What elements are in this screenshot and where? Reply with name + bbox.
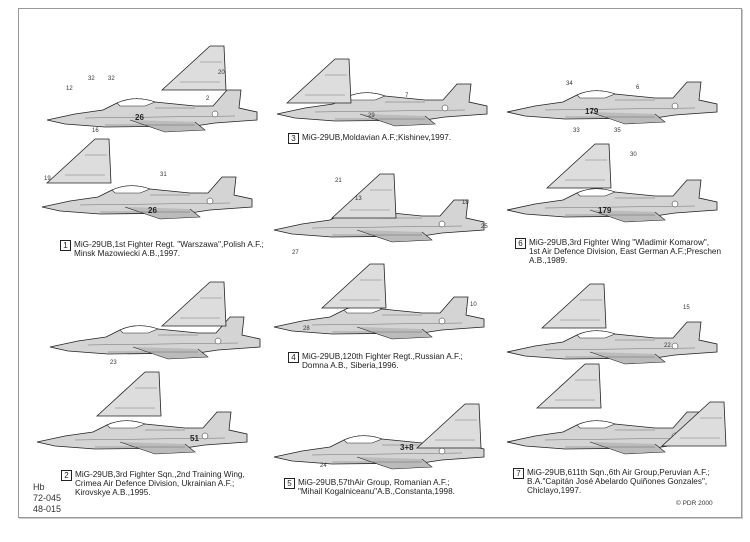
tail-fin-view bbox=[415, 400, 485, 455]
decal-callout-number: 30 bbox=[630, 152, 637, 158]
caption-line: MiG-29UB,3rd Fighter Sqn.,2nd Training W… bbox=[75, 470, 245, 479]
aircraft-serial: 3+8 bbox=[400, 443, 414, 452]
caption-number: 3 bbox=[288, 133, 299, 144]
aircraft-serial: 26 bbox=[135, 113, 144, 122]
code-48: 48-015 bbox=[33, 504, 62, 514]
product-codes: Hb 72-045 48-015 bbox=[33, 482, 61, 515]
aircraft-side-view bbox=[45, 88, 260, 143]
decal-callout-number: 15 bbox=[683, 305, 690, 311]
caption-line: MiG-29UB,57thAir Group, Romanian A.F.; bbox=[298, 478, 450, 487]
decal-callout-number: 24 bbox=[320, 463, 327, 469]
caption-number: 5 bbox=[284, 478, 295, 489]
tail-fin-view bbox=[45, 135, 115, 190]
copyright: © PDR 2000 bbox=[676, 500, 713, 507]
decal-callout-number: 18 bbox=[462, 200, 469, 206]
aircraft-serial: 179 bbox=[585, 107, 599, 116]
decal-callout-number: 31 bbox=[160, 172, 167, 178]
caption-line: B.A."Capitán José Abelardo Quiñones Gonz… bbox=[527, 477, 708, 486]
caption-line: MiG-29UB,Moldavian A.F.;Kishinev,1997. bbox=[302, 133, 452, 142]
decal-callout-number: 32 bbox=[88, 76, 95, 82]
caption-number: 6 bbox=[515, 238, 526, 249]
decal-callout-number: 33 bbox=[573, 128, 580, 134]
caption-line: A.B.,1989. bbox=[529, 256, 568, 265]
caption-number: 1 bbox=[60, 240, 71, 251]
aircraft-side-view bbox=[505, 320, 720, 375]
decal-callout-number: 32 bbox=[108, 76, 115, 82]
caption-line: MiG-29UB,120th Fighter Regt.,Russian A.F… bbox=[302, 352, 463, 361]
decal-callout-number: 7 bbox=[405, 93, 409, 99]
decal-callout-number: 2 bbox=[206, 96, 210, 102]
decal-callout-number: 23 bbox=[110, 360, 117, 366]
tail-fin-view bbox=[330, 170, 400, 225]
aircraft-side-view bbox=[40, 175, 255, 230]
caption-line: Chiclayo,1997. bbox=[527, 486, 582, 495]
caption-number: 2 bbox=[61, 470, 72, 481]
decal-callout-number: 34 bbox=[566, 81, 573, 87]
decal-callout-number: 21 bbox=[335, 178, 342, 184]
code-72: 72-045 bbox=[33, 493, 62, 503]
caption-line: Crimea Air Defence Division, Ukrainian A… bbox=[75, 479, 235, 488]
decal-callout-number: 27 bbox=[292, 250, 299, 256]
decal-callout-number: 25 bbox=[481, 224, 488, 230]
aircraft-side-view bbox=[48, 315, 263, 370]
decal-callout-number: 22 bbox=[664, 343, 671, 349]
caption-line: MiG-29UB,611th Sqn.,6th Air Group,Peruvi… bbox=[527, 468, 710, 477]
decal-callout-number: 12 bbox=[66, 86, 73, 92]
caption-line: Domna A.B., Siberia,1996. bbox=[302, 361, 399, 370]
tail-fin-view bbox=[160, 42, 230, 97]
tail-fin-view bbox=[540, 280, 610, 335]
aircraft-serial: 51 bbox=[190, 434, 199, 443]
aircraft-side-view bbox=[275, 82, 490, 137]
tail-fin-view bbox=[95, 368, 165, 423]
aircraft-side-view bbox=[505, 80, 720, 135]
aircraft-side-view bbox=[272, 425, 487, 480]
tail-fin-view bbox=[660, 398, 730, 453]
caption-line: MiG-29UB,3rd Fighter Wing "Wladimir Koma… bbox=[529, 238, 710, 247]
caption-line: Minsk Mazowiecki A.B.,1997. bbox=[74, 249, 181, 258]
caption-number: 7 bbox=[513, 468, 524, 479]
aircraft-side-view bbox=[35, 410, 250, 465]
decal-callout-number: 35 bbox=[614, 128, 621, 134]
decal-callout-number: 10 bbox=[470, 302, 477, 308]
decal-callout-number: 29 bbox=[368, 113, 375, 119]
decal-callout-number: 19 bbox=[44, 176, 51, 182]
tail-fin-view bbox=[545, 140, 615, 195]
caption-line: "Mihail Kogalniceanu"A.B.,Constanta,1998… bbox=[298, 487, 455, 496]
decal-callout-number: 16 bbox=[92, 128, 99, 134]
decal-callout-number: 13 bbox=[355, 196, 362, 202]
caption-line: Kirovskye A.B.,1995. bbox=[75, 488, 151, 497]
decal-callout-number: 28 bbox=[303, 326, 310, 332]
caption-line: MiG-29UB,1st Fighter Regt. "Warszawa",Po… bbox=[74, 240, 264, 249]
caption-line: 1st Air Defence Division, East German A.… bbox=[529, 247, 722, 256]
decal-callout-number: 6 bbox=[636, 85, 640, 91]
tail-fin-view bbox=[160, 278, 230, 333]
tail-fin-view bbox=[285, 55, 355, 110]
caption-number: 4 bbox=[288, 352, 299, 363]
decal-callout-number: 20 bbox=[218, 70, 225, 76]
aircraft-serial: 179 bbox=[598, 206, 612, 215]
tail-fin-view bbox=[320, 260, 390, 315]
tail-fin-view bbox=[535, 360, 605, 415]
aircraft-serial: 26 bbox=[148, 206, 157, 215]
aircraft-side-view bbox=[505, 178, 720, 233]
maker-logo: Hb bbox=[33, 482, 45, 492]
